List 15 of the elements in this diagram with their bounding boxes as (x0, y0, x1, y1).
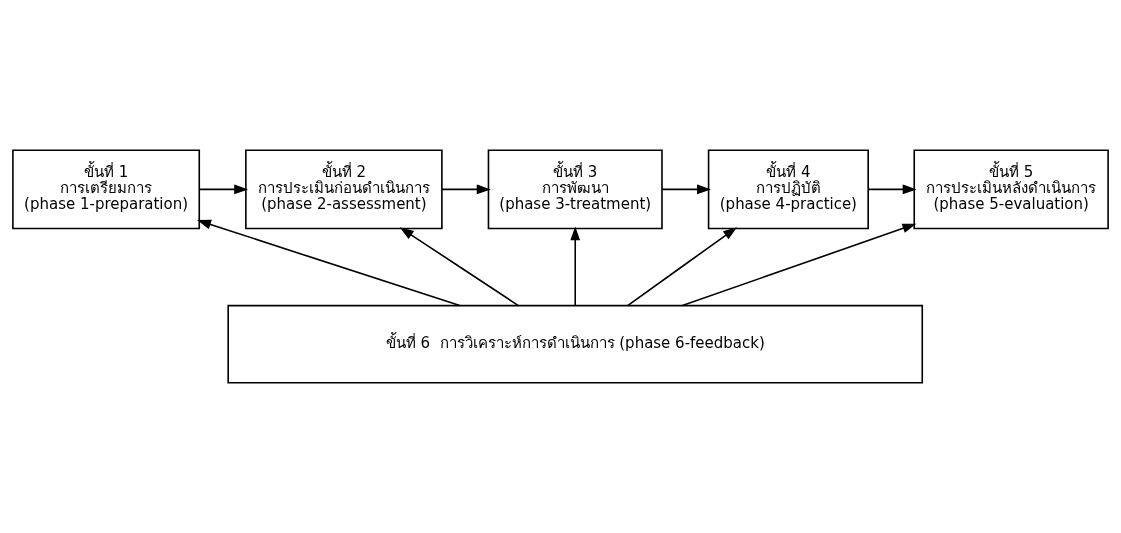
node-box: ขั้นที่ 5 การประเมินหลังดำเนินการ (phase 5-evaluation) (913, 149, 1109, 230)
node-box: ขั้นที่ 2 การประเมินก่อนดำเนินการ (phase 2-assessment) (245, 149, 443, 230)
arrow (441, 184, 491, 195)
arrow (626, 227, 738, 307)
arrow (399, 227, 520, 307)
arrow (661, 184, 711, 195)
node-box: ขั้นที่ 3 การพัฒนา (phase 3-treatment) (487, 149, 663, 230)
arrow (570, 226, 581, 307)
arrow (198, 184, 249, 195)
node-box: ขั้นที่ 4 การปฏิบัติ (phase 4-practice) (707, 149, 869, 230)
node-box: ขั้นที่ 6 การวิเคราะห์การดำเนินการ (phase 6-feedback) (227, 304, 924, 384)
arrow (681, 223, 917, 307)
node-box: ขั้นที่ 1 การเตรียมการ (phase 1-preparation) (12, 149, 201, 230)
arrow (197, 219, 461, 307)
arrow (867, 184, 917, 195)
